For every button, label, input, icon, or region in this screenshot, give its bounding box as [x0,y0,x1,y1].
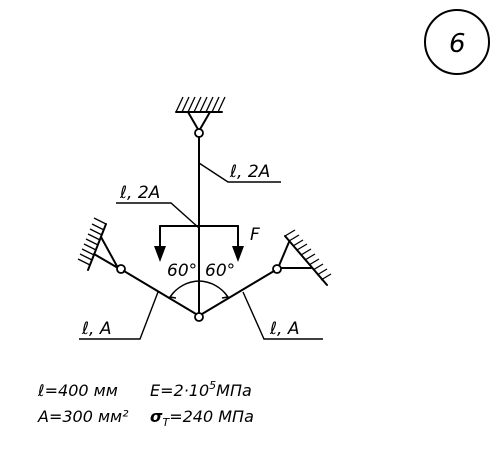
problem-number-badge: 6 [424,9,490,75]
arrow-down-icon [232,246,244,262]
top-pin-icon [194,128,204,138]
top-support [175,96,226,138]
bottom-joint-icon [194,312,204,322]
force-label: F [250,225,260,245]
left-support [77,217,126,274]
angle-arcs: 60° 60° [167,261,235,299]
left-rod-label: ℓ, A [81,319,111,339]
given-length: ℓ=400 мм [37,381,118,400]
given-area: A=300 мм² [37,407,129,426]
vertical-rod-label: ℓ, 2A [229,162,270,182]
angle-left-label: 60° [167,261,197,281]
given-yield: σT=240 МПа [150,407,254,429]
force-arrows: F [154,225,260,262]
angle-right-label: 60° [205,261,235,281]
center-rod-label: ℓ, 2A [119,183,160,203]
right-support [272,229,332,286]
arrow-down-icon [154,246,166,262]
right-rod-label: ℓ, A [269,319,299,339]
rod-labels: ℓ, 2A ℓ, 2A ℓ, A ℓ, A [79,162,323,340]
problem-number: 6 [449,29,466,59]
right-rod [201,270,275,315]
left-rod [123,270,197,315]
given-data: ℓ=400 мм A=300 мм² E=2·105МПа σT=240 МПа [37,379,254,429]
rods [123,136,275,322]
given-modulus: E=2·105МПа [150,379,252,400]
